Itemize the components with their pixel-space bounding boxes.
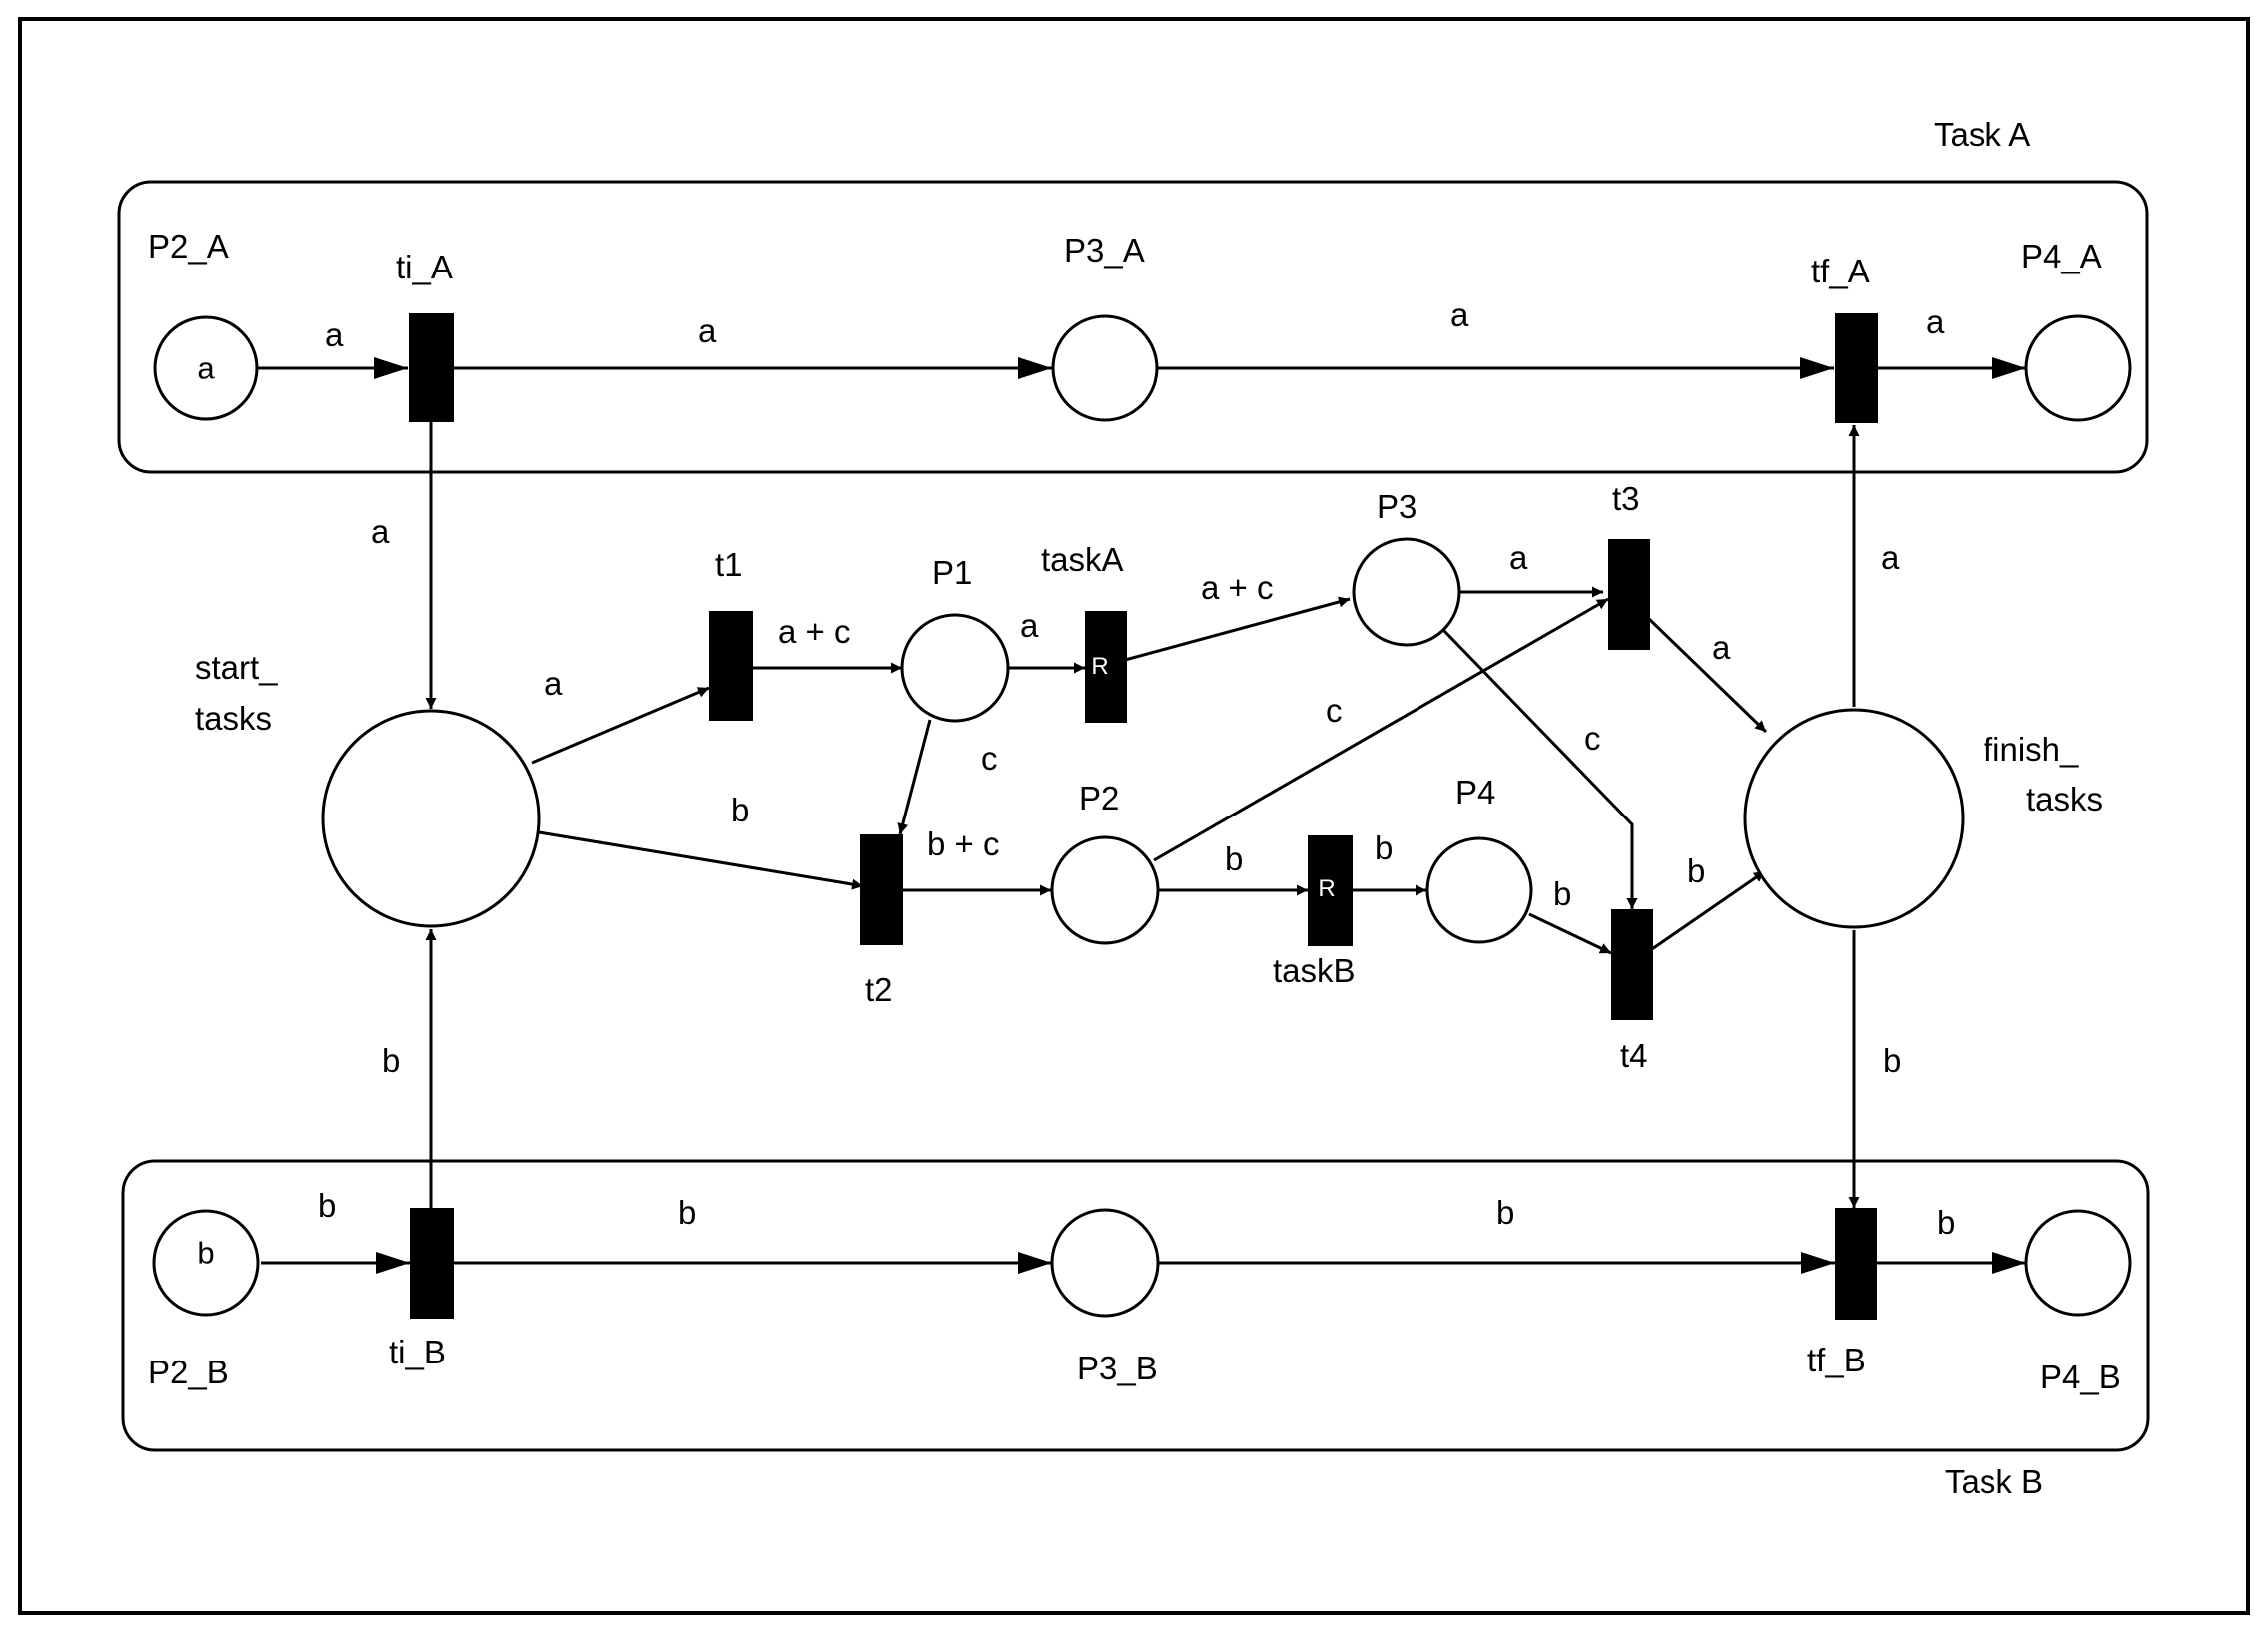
arc-label-tfa-p4a: a [1926,303,1945,340]
place-start-tasks [321,709,541,928]
label-t3: t3 [1612,480,1640,517]
arc-label-finish-tfa: a [1881,539,1900,576]
label-p1: P1 [932,554,972,591]
arc-p2-t3 [1153,597,1609,862]
label-p3-b: P3_B [1077,1350,1158,1386]
task-a-group-box [117,180,2149,474]
arc-start-t1 [531,686,710,765]
label-tf-b: tf_B [1807,1342,1866,1378]
label-p2: P2 [1079,780,1119,816]
arc-label-tib-p3b: b [678,1194,696,1231]
arc-label-tfb-p4b: b [1937,1204,1955,1241]
label-ti-b: ti_B [389,1334,446,1370]
outer-frame [18,17,2250,1615]
task-b-r-marker: R [1318,875,1335,902]
label-start-tasks-1: start_ [195,649,278,686]
arc-label-taska-p3: a + c [1201,569,1273,606]
token-p2-a: a [197,351,215,386]
place-p4-a [2024,314,2132,422]
arc-label-p4-t4: b [1553,875,1571,912]
transition-tf-a [1835,313,1878,423]
place-p4 [1425,836,1533,944]
arc-p4-t4 [1528,912,1612,955]
arc-t4-finish [1648,869,1766,953]
place-finish-tasks [1743,708,1965,929]
arc-label-p2-taskb: b [1225,840,1243,877]
transition-ti-a [409,313,454,422]
arc-label-start-t1: a [544,665,563,702]
arc-label-p1-taska: a [1020,607,1039,644]
label-t2: t2 [865,971,893,1008]
arc-t3-finish [1647,617,1768,734]
label-p2-b: P2_B [148,1354,229,1390]
arc-label-tib-start: b [382,1042,400,1079]
arc-label-p2a-tia: a [325,316,344,353]
token-p2-b: b [197,1236,214,1271]
transition-t1 [709,611,753,721]
arc-label-t2-p2: b + c [927,825,999,862]
arc-label-t3-finish: a [1712,629,1731,666]
label-p4-a: P4_A [2021,238,2102,274]
task-a-group-label: Task A [1934,116,2030,153]
label-p3-a: P3_A [1064,232,1145,269]
label-p2-a: P2_A [148,228,229,265]
arc-label-tia-p3a: a [698,312,717,349]
place-p1 [900,613,1010,723]
arc-label-p2-t3: c [1326,692,1343,729]
task-a-r-marker: R [1091,653,1108,680]
task-b-group-label: Task B [1945,1463,2043,1500]
arc-label-taskb-p4: b [1375,829,1393,866]
task-b-group-box [121,1159,2150,1452]
arc-label-p3b-tfb: b [1496,1194,1514,1231]
label-start-tasks-2: tasks [195,700,272,737]
label-finish-tasks-2: tasks [2026,781,2103,817]
transition-t4 [1611,909,1653,1020]
label-p3: P3 [1377,488,1417,525]
transition-t3 [1608,539,1650,650]
arc-label-t1-p1: a + c [778,613,850,650]
label-task-a: taskA [1041,541,1124,578]
arc-label-p3-t4: c [1584,720,1601,757]
transition-task-a [1085,611,1127,723]
label-ti-a: ti_A [396,249,453,285]
arc-label-p3a-tfa: a [1450,296,1469,333]
transition-task-b [1308,835,1353,946]
arc-p1-t2 [897,719,932,835]
transition-tf-b [1835,1208,1877,1320]
label-t1: t1 [715,546,743,583]
arc-label-p3-t3: a [1509,539,1528,576]
place-p3-a [1051,314,1159,422]
arc-label-start-t2: b [731,792,749,828]
arc-taska-p3 [1124,596,1351,662]
label-task-b: taskB [1273,952,1356,989]
arc-label-tia-start: a [371,513,390,550]
place-p3-b [1050,1208,1160,1318]
label-finish-tasks-1: finish_ [1984,731,2079,768]
arc-start-t2 [538,830,864,890]
label-t4: t4 [1620,1037,1648,1074]
label-p4-b: P4_B [2040,1359,2121,1395]
transition-ti-b [410,1208,454,1319]
place-p3 [1352,537,1461,647]
arc-label-p2b-tib: b [318,1187,336,1224]
label-tf-a: tf_A [1811,253,1870,289]
arc-label-t4-finish: b [1687,852,1705,889]
place-p2 [1050,835,1160,945]
arc-p3-t4 [1441,628,1638,909]
arc-label-p1-t2: c [981,740,998,777]
label-p4: P4 [1455,774,1495,811]
place-p2-a [153,315,259,421]
place-p4-b [2024,1209,2132,1317]
arc-label-finish-tfb: b [1883,1042,1901,1079]
transition-t2 [860,834,903,945]
place-p2-b [152,1209,260,1317]
